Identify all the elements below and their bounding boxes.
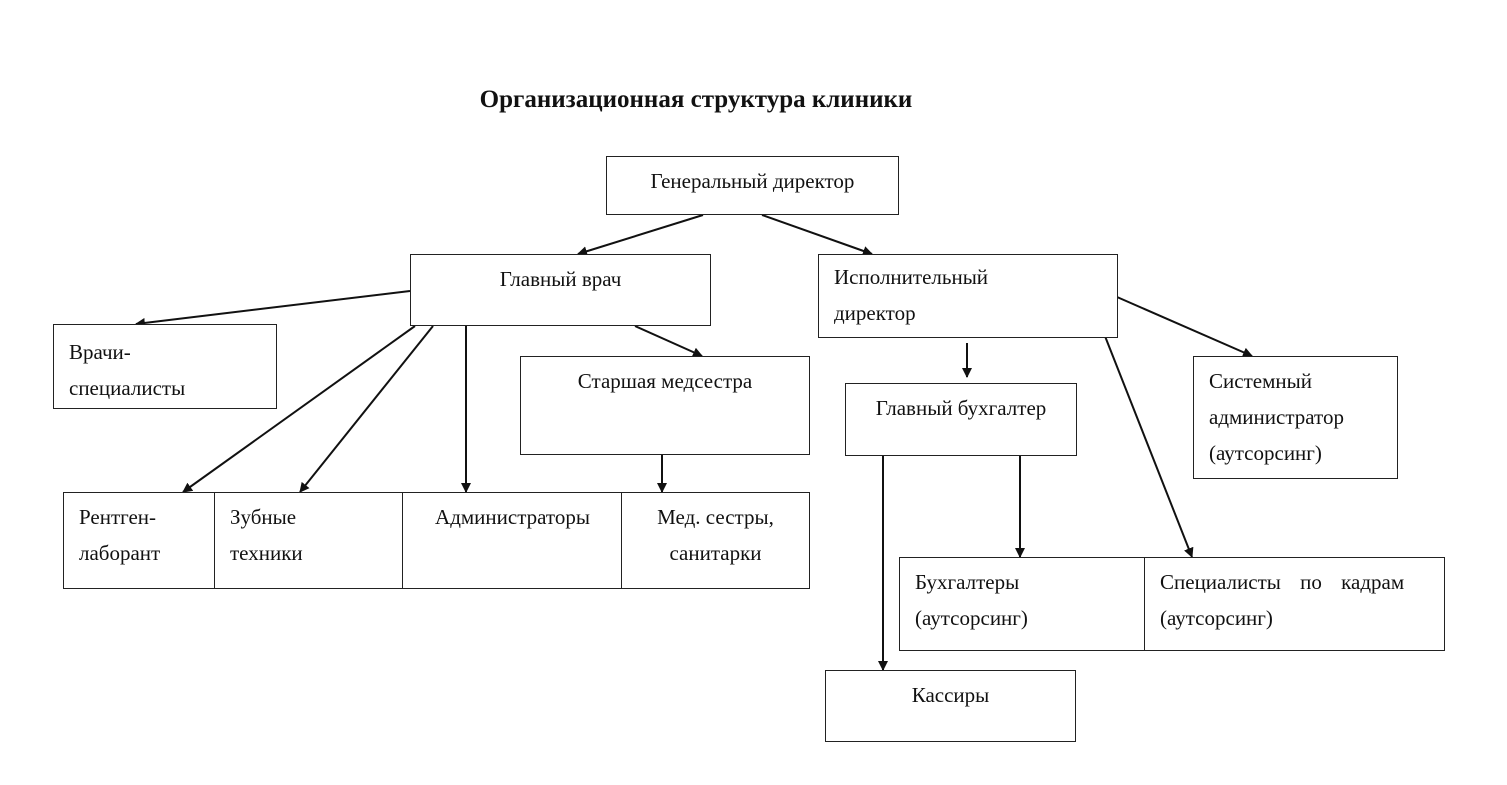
node-label: Мед. сестры, санитарки [657,505,774,565]
node-label: Генеральный директор [650,169,855,193]
node-label: Исполнительный директор [834,265,989,325]
node-label: Врачи- специалисты [69,340,186,400]
node-nurses: Мед. сестры, санитарки [621,492,810,589]
node-label: Главный бухгалтер [875,396,1047,420]
diagram-title: Организационная структура клиники [479,86,913,113]
edge-executive-to-hr [1100,325,1194,558]
node-hr-specialists: Специалисты по кадрам (аутсорсинг) [1144,557,1445,651]
node-label: Старшая медсестра [577,369,753,393]
node-system-admin: Системный администратор (аутсорсинг) [1193,356,1398,479]
edge-general-to-chief-doctor [577,214,704,257]
node-label: Системный администратор (аутсорсинг) [1209,369,1344,465]
node-dental-techs: Зубные техники [214,492,404,589]
node-label: Администраторы [435,505,590,529]
node-head-nurse: Старшая медсестра [520,356,810,455]
node-xray-lab: Рентген- лаборант [63,492,216,589]
node-chief-accountant: Главный бухгалтер [845,383,1077,456]
node-label: Бухгалтеры (аутсорсинг) [915,570,1028,630]
node-cashiers: Кассиры [825,670,1076,742]
edge-executive-to-sysadmin [1116,296,1253,357]
node-label: Главный врач [499,267,622,291]
edge-chief-doctor-to-xray [182,325,416,493]
node-chief-doctor: Главный врач [410,254,711,326]
edge-general-to-executive [761,214,873,256]
node-executive-director: Исполнительный директор [818,254,1118,338]
edge-chief-doctor-to-head-nurse [634,325,703,357]
node-label: Зубные техники [230,505,303,565]
node-general-director: Генеральный директор [606,156,899,215]
node-label: Кассиры [911,683,990,707]
edge-chief-doctor-to-dental [299,325,434,493]
node-specialist-doctors: Врачи- специалисты [53,324,277,409]
node-label: Специалисты по кадрам (аутсорсинг) [1160,570,1405,630]
node-administrators: Администраторы [402,492,623,589]
node-label: Рентген- лаборант [79,505,161,565]
edge-chief-doctor-to-specialists [135,290,411,328]
node-accountants: Бухгалтеры (аутсорсинг) [899,557,1146,651]
